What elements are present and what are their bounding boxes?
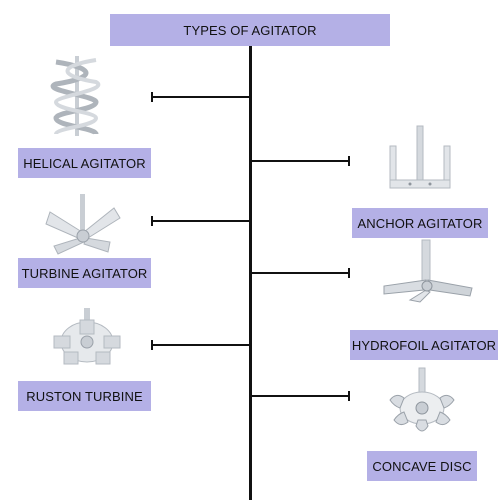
label-ruston-turbine: RUSTON TURBINE — [18, 381, 151, 411]
branch-ruston — [152, 344, 250, 346]
branch-hydrofoil — [251, 272, 349, 274]
branch-cap-helical — [151, 92, 153, 102]
turbine-agitator-icon — [45, 194, 121, 255]
label-concave-disc: CONCAVE DISC — [367, 451, 477, 481]
label-helical-agitator: HELICAL AGITATOR — [18, 148, 151, 178]
label-turbine-agitator: TURBINE AGITATOR — [18, 258, 151, 288]
hydrofoil-agitator-icon — [383, 239, 473, 303]
label-hydrofoil-agitator: HYDROFOIL AGITATOR — [350, 330, 498, 360]
central-trunk-line — [249, 46, 252, 500]
branch-cap-concave — [348, 391, 350, 401]
branch-turbine — [152, 220, 250, 222]
branch-cap-turbine — [151, 216, 153, 226]
ruston-turbine-icon — [53, 308, 121, 365]
branch-helical — [152, 96, 250, 98]
diagram-title: TYPES OF AGITATOR — [110, 14, 390, 46]
branch-cap-hydrofoil — [348, 268, 350, 278]
anchor-agitator-icon — [389, 125, 451, 189]
helical-agitator-icon — [50, 56, 101, 137]
branch-cap-ruston — [151, 340, 153, 350]
branch-anchor — [251, 160, 349, 162]
branch-concave — [251, 395, 349, 397]
branch-cap-anchor — [348, 156, 350, 166]
label-anchor-agitator: ANCHOR AGITATOR — [352, 208, 488, 238]
concave-disc-icon — [389, 367, 455, 432]
